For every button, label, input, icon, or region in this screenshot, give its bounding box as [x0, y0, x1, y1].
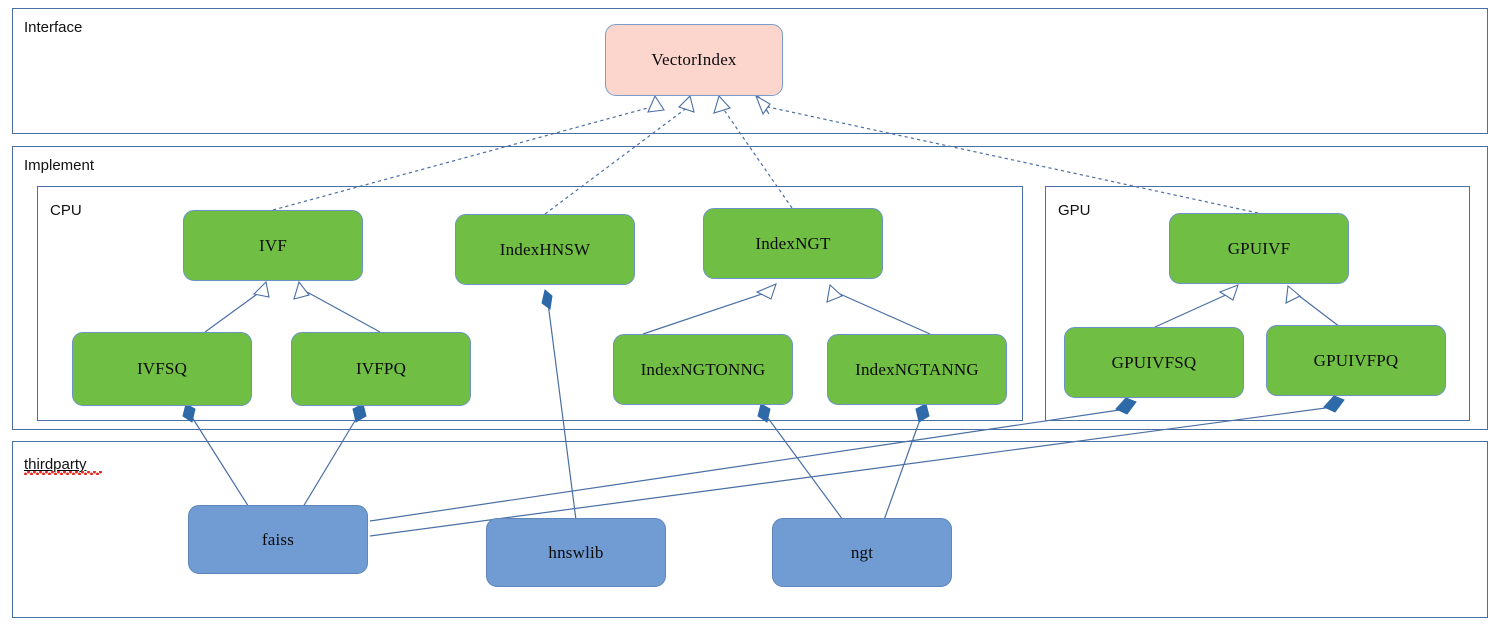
node-label-gpuivf: GPUIVF: [1227, 238, 1291, 258]
edge-ivfsq-to-ivf: [204, 280, 270, 333]
edge-ngt-to-indexngtanng: [883, 403, 930, 521]
node-indexhnsw[interactable]: IndexHNSW: [455, 214, 635, 285]
node-label-indexngtonng: IndexNGTONNG: [640, 359, 766, 379]
edge-indexngtanng-to-indexngt: [826, 283, 931, 335]
node-faiss[interactable]: faiss: [188, 505, 368, 574]
group-label-interface: Interface: [24, 19, 83, 36]
node-hnswlib[interactable]: hnswlib: [486, 518, 666, 587]
node-ivfpq[interactable]: IVFPQ: [291, 332, 471, 406]
node-label-indexhnsw: IndexHNSW: [499, 239, 591, 259]
node-ivf[interactable]: IVF: [183, 210, 363, 281]
edge-ivfpq-to-ivf: [293, 280, 381, 333]
edge-indexngtonng-to-indexngt: [642, 283, 777, 335]
node-label-hnswlib: hnswlib: [548, 542, 604, 562]
node-label-ivfpq: IVFPQ: [355, 359, 407, 378]
group-implement: [12, 146, 1488, 430]
node-label-gpuivfpq: GPUIVFPQ: [1313, 350, 1399, 370]
edge-indexhnsw-to-vectorindex: [544, 94, 695, 215]
edge-gpuivf-to-vectorindex: [754, 94, 1259, 214]
node-label-ivfsq: IVFSQ: [136, 359, 188, 378]
group-label-thirdparty: thirdparty: [24, 456, 87, 473]
node-indexngtanng[interactable]: IndexNGTANNG: [827, 334, 1007, 405]
node-gpuivfpq[interactable]: GPUIVFPQ: [1266, 325, 1446, 396]
node-label-indexngtanng: IndexNGTANNG: [855, 359, 979, 379]
edge-ngt-to-indexngtonng: [757, 403, 844, 521]
node-label-ivf: IVF: [259, 235, 287, 255]
group-label-gpu: GPU: [1058, 202, 1091, 219]
edge-gpuivfpq-to-gpuivf: [1285, 284, 1341, 328]
node-label-faiss: faiss: [261, 529, 295, 549]
edge-faiss-to-ivfpq: [299, 403, 367, 513]
edge-indexngt-to-vectorindex: [713, 94, 793, 209]
node-ivfsq[interactable]: IVFSQ: [72, 332, 252, 406]
edge-ivf-to-vectorindex: [272, 94, 665, 211]
node-gpuivf[interactable]: GPUIVF: [1169, 213, 1349, 284]
group-cpu: [37, 186, 1023, 421]
node-indexngtonng[interactable]: IndexNGTONNG: [613, 334, 793, 405]
node-label-ngt: ngt: [850, 542, 874, 562]
edge-gpuivfsq-to-gpuivf: [1154, 284, 1239, 328]
edge-faiss-to-gpuivfsq: [369, 397, 1137, 522]
node-gpuivfsq[interactable]: GPUIVFSQ: [1064, 327, 1244, 398]
node-label-vectorindex: VectorIndex: [651, 50, 737, 69]
node-label-indexngt: IndexNGT: [755, 233, 831, 253]
edge-faiss-to-gpuivfpq: [369, 395, 1345, 537]
group-thirdparty: [12, 441, 1488, 618]
node-vectorindex[interactable]: VectorIndex: [605, 24, 783, 96]
node-indexngt[interactable]: IndexNGT: [703, 208, 883, 279]
group-gpu: [1045, 186, 1470, 421]
edge-faiss-to-ivfsq: [182, 403, 253, 513]
node-label-gpuivfsq: GPUIVFSQ: [1111, 352, 1197, 372]
group-label-cpu: CPU: [50, 202, 82, 219]
node-ngt[interactable]: ngt: [772, 518, 952, 587]
group-interface: [12, 8, 1488, 134]
group-label-implement: Implement: [24, 157, 95, 174]
spellcheck-underline-thirdparty: [24, 471, 102, 475]
edge-hnswlib-to-indexhnsw: [541, 289, 577, 521]
